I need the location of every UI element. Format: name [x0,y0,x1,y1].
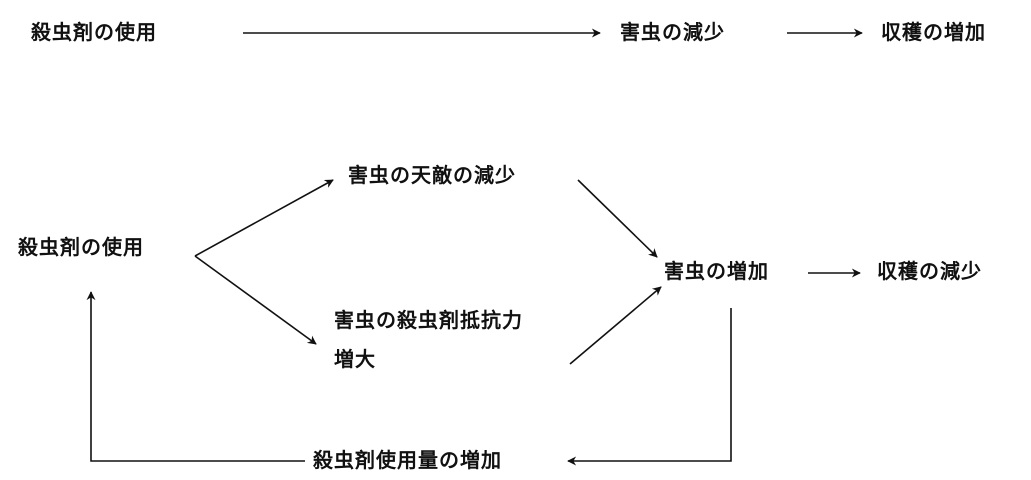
arrow-use-to-resistance [194,255,317,345]
usage-increase-label: 殺虫剤使用量の増加 [313,448,502,472]
arrow-enemy-decrease-to-pest-increase [577,179,658,258]
arrow-use-to-enemy-decrease [194,179,334,257]
top-pesticide-use-label: 殺虫剤の使用 [31,20,157,44]
yield-decrease-label: 収穫の減少 [877,259,982,283]
top-pest-decrease-label: 害虫の減少 [620,20,725,44]
arrow-usage-increase-to-use [86,291,305,462]
arrow-pest-increase-to-usage-increase [567,308,732,466]
resistance-label-line2: 増大 [334,347,376,371]
top-yield-increase-label: 収穫の増加 [881,20,986,44]
resistance-label-line1: 害虫の殺虫剤抵抗力 [334,308,523,332]
pest-increase-label: 害虫の増加 [664,259,769,283]
enemy-decrease-label: 害虫の天敵の減少 [348,163,516,187]
arrow-resistance-to-pest-increase [569,286,662,365]
cycle-pesticide-use-label: 殺虫剤の使用 [18,235,144,259]
